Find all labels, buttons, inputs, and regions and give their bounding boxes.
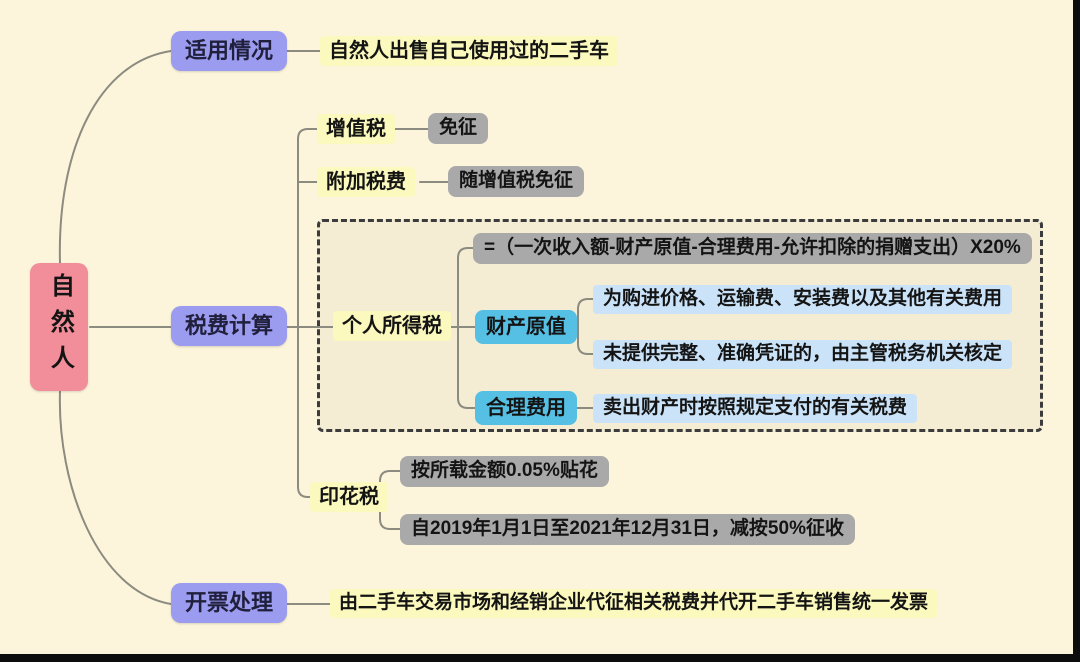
node-reasonable-expenses[interactable]: 合理费用 bbox=[475, 391, 577, 425]
leaf-vat-exempt[interactable]: 免征 bbox=[428, 113, 489, 144]
edge-root-to-usage bbox=[58, 50, 172, 264]
edge-root-to-invoice bbox=[58, 390, 172, 605]
branch-usage-situation[interactable]: 适用情况 bbox=[171, 31, 288, 72]
branch-invoicing[interactable]: 开票处理 bbox=[171, 583, 288, 624]
leaf-invoicing-description[interactable]: 由二手车交易市场和经销企业代征相关税费并代开二手车销售统一发票 bbox=[330, 589, 938, 618]
node-surtax[interactable]: 附加税费 bbox=[317, 167, 415, 197]
edge-taxcalc-trunk bbox=[297, 128, 318, 498]
root-node-natural-person[interactable]: 自然人 bbox=[30, 263, 88, 391]
leaf-usage-description[interactable]: 自然人出售自己使用过的二手车 bbox=[320, 36, 618, 66]
leaf-stamp-rate[interactable]: 按所载金额0.05%贴花 bbox=[400, 456, 609, 487]
leaf-original-value-fallback[interactable]: 未提供完整、准确凭证的，由主管税务机关核定 bbox=[593, 340, 1013, 369]
node-personal-income-tax[interactable]: 个人所得税 bbox=[333, 311, 451, 341]
leaf-original-value-definition[interactable]: 为购进价格、运输费、安装费以及其他有关费用 bbox=[593, 285, 1013, 314]
edge-pit-subtrunk bbox=[457, 247, 476, 409]
edge-origvalue-subtrunk bbox=[577, 298, 594, 355]
leaf-reasonable-expenses-definition[interactable]: 卖出财产时按照规定支付的有关税费 bbox=[593, 394, 918, 423]
leaf-stamp-reduction[interactable]: 自2019年1月1日至2021年12月31日，减按50%征收 bbox=[400, 514, 855, 545]
image-edge-right bbox=[1073, 0, 1080, 662]
leaf-surtax-exempt[interactable]: 随增值税免征 bbox=[448, 166, 585, 197]
node-stamp-tax[interactable]: 印花税 bbox=[310, 482, 388, 512]
node-vat[interactable]: 增值税 bbox=[317, 114, 395, 144]
node-original-property-value[interactable]: 财产原值 bbox=[475, 310, 577, 344]
image-edge-bottom bbox=[0, 654, 1080, 662]
branch-tax-calculation[interactable]: 税费计算 bbox=[171, 306, 288, 347]
leaf-pit-formula[interactable]: =（一次收入额-财产原值-合理费用-允许扣除的捐赠支出）X20% bbox=[473, 233, 1032, 264]
